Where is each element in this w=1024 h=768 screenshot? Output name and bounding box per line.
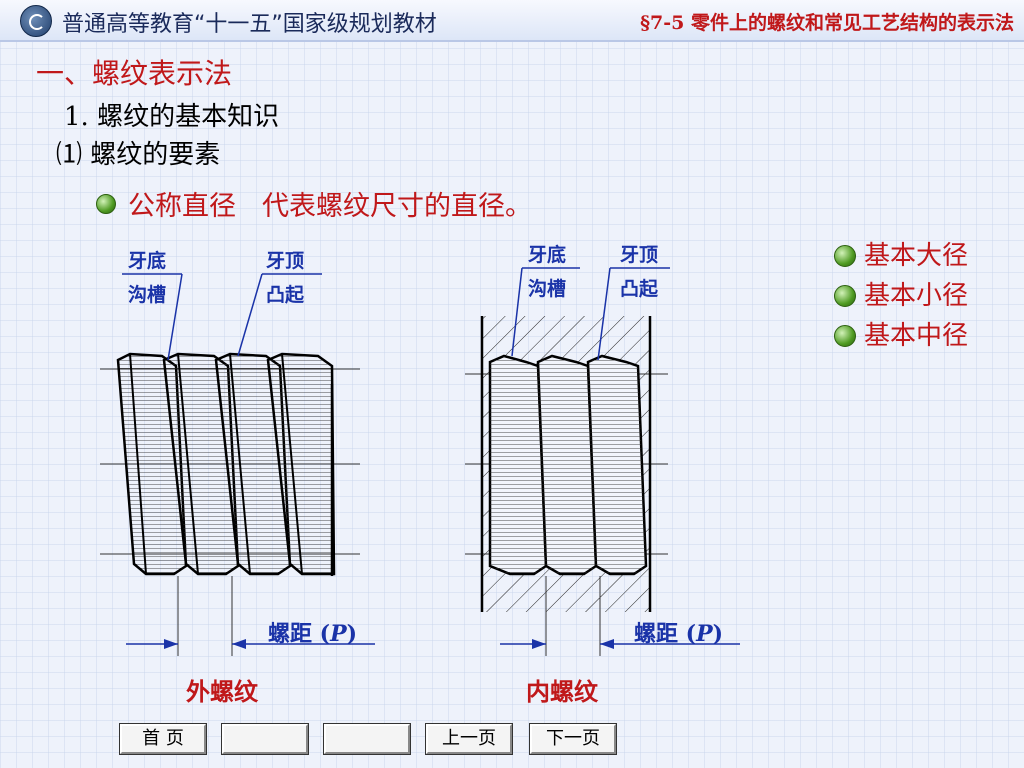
home-button[interactable]: 首 页 xyxy=(119,723,207,755)
bullet-nominal-diameter: 公称直径代表螺纹尺寸的直径。 xyxy=(96,184,532,223)
int-crest-label: 牙顶 xyxy=(620,244,659,266)
blank-button-1[interactable] xyxy=(221,723,309,755)
internal-thread xyxy=(465,267,740,656)
link-pitch-diameter[interactable]: 基本中径 xyxy=(834,316,968,356)
heading-1: 一、螺纹表示法 xyxy=(36,57,233,90)
thread-drawing xyxy=(100,267,740,656)
int-ridge-label: 凸起 xyxy=(620,278,659,300)
int-groove-label: 沟槽 xyxy=(528,278,567,300)
heading-2: 1. 螺纹的基本知识 xyxy=(64,102,280,132)
ext-groove-label: 沟槽 xyxy=(128,284,167,306)
ext-thread-caption: 外螺纹 xyxy=(186,677,258,706)
textbook-title: 普通高等教育“十一五”国家级规划教材 xyxy=(62,12,437,37)
link-label: 基本小径 xyxy=(864,281,969,311)
ext-root-label: 牙底 xyxy=(128,250,167,272)
bullet-icon xyxy=(834,325,856,347)
bullet-icon xyxy=(834,285,856,307)
int-pitch-label: 螺距 (P) xyxy=(634,621,724,647)
thread-diagram: 牙底 沟槽 牙顶 凸起 螺距 (P) 外螺纹 牙底 沟槽 牙顶 凸起 螺距 (P… xyxy=(90,236,800,706)
int-thread-caption: 内螺纹 xyxy=(526,677,598,706)
link-minor-diameter[interactable]: 基本小径 xyxy=(834,276,968,316)
int-root-label: 牙底 xyxy=(528,244,567,266)
ext-pitch-label: 螺距 (P) xyxy=(268,621,358,647)
bullet-icon xyxy=(96,193,116,214)
link-label: 基本大径 xyxy=(864,241,969,271)
link-label: 基本中径 xyxy=(864,321,969,351)
external-thread xyxy=(100,273,375,656)
logo-icon xyxy=(20,5,52,37)
blank-button-2[interactable] xyxy=(323,723,411,755)
heading-3: ⑴ 螺纹的要素 xyxy=(56,140,221,170)
link-major-diameter[interactable]: 基本大径 xyxy=(834,236,968,276)
bullet-description: 代表螺纹尺寸的直径。 xyxy=(262,191,532,222)
prev-page-button[interactable]: 上一页 xyxy=(425,723,513,755)
ext-crest-label: 牙顶 xyxy=(266,250,305,272)
bullet-term: 公称直径 xyxy=(128,191,236,222)
ext-ridge-label: 凸起 xyxy=(266,284,305,306)
bullet-icon xyxy=(834,245,856,267)
section-title: §7-5 零件上的螺纹和常见工艺结构的表示法 xyxy=(640,12,1014,34)
next-page-button[interactable]: 下一页 xyxy=(529,723,617,755)
header-bar: 普通高等教育“十一五”国家级规划教材 §7-5 零件上的螺纹和常见工艺结构的表示… xyxy=(0,0,1024,42)
diameter-links: 基本大径 基本小径 基本中径 xyxy=(834,236,968,356)
